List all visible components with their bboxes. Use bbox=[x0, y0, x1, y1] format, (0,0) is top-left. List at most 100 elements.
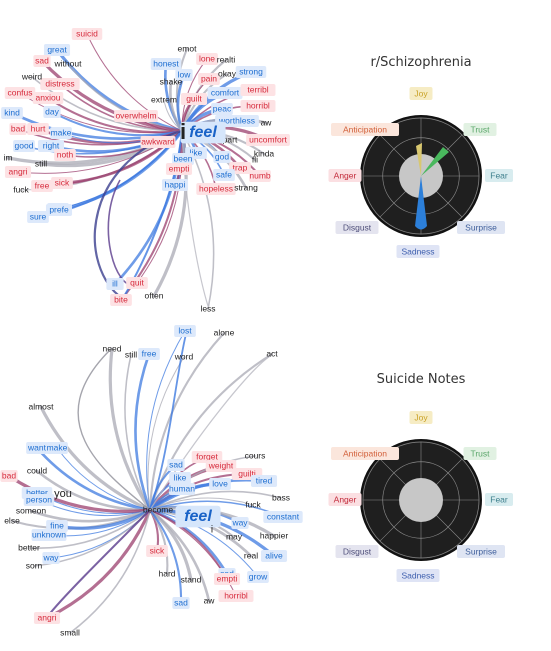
word-been: been bbox=[172, 153, 194, 165]
word-want: want bbox=[26, 442, 48, 454]
word-label: anxiou bbox=[35, 92, 60, 102]
word-almost: almost bbox=[28, 401, 54, 411]
word-label: want bbox=[27, 442, 47, 452]
word-comfort: comfort bbox=[207, 87, 243, 99]
edge-often bbox=[152, 129, 188, 298]
word-highlight bbox=[196, 53, 218, 65]
word-act: act bbox=[266, 348, 278, 358]
word-label: way bbox=[42, 552, 59, 562]
emotion-label-bg bbox=[331, 447, 399, 460]
word-label: okay bbox=[218, 68, 237, 78]
emotion-label-bg bbox=[396, 245, 440, 258]
word-awkward: awkward bbox=[140, 136, 176, 148]
word-highlight bbox=[218, 590, 254, 602]
word-label: make bbox=[51, 127, 72, 137]
word-else: else bbox=[4, 515, 20, 525]
word-highlight bbox=[180, 93, 208, 105]
word-highlight bbox=[31, 180, 53, 192]
word-highlight bbox=[174, 325, 196, 337]
word-safe: safe bbox=[213, 169, 235, 181]
word-worthless: worthless bbox=[215, 115, 259, 127]
word-label: need bbox=[103, 343, 122, 353]
word-highlight bbox=[106, 278, 124, 290]
word-highlight bbox=[1, 107, 23, 119]
word-person: person bbox=[23, 494, 55, 506]
word-highlight bbox=[50, 127, 72, 139]
loop-edge bbox=[47, 509, 151, 617]
word-label: word bbox=[174, 351, 194, 361]
word-noth: noth bbox=[54, 149, 76, 161]
word-label: may bbox=[226, 531, 243, 541]
emotion-label-anger: Anger bbox=[328, 169, 362, 182]
word-label: suicid bbox=[76, 28, 98, 38]
hub-word-i: i bbox=[180, 119, 186, 144]
word-hurt: hurt bbox=[27, 123, 49, 135]
edge-anxiou bbox=[46, 96, 184, 134]
word-still: still bbox=[125, 349, 137, 359]
emotion-label-joy: Joy bbox=[409, 87, 433, 100]
word-label: free bbox=[142, 348, 157, 358]
edge-free bbox=[134, 352, 152, 512]
word-numb: numb bbox=[249, 170, 271, 182]
edge-lost bbox=[146, 330, 186, 511]
word-highlight bbox=[260, 550, 288, 562]
suicide-notes-emotion-radar: Suicide Notes JoyTrustFearSurpriseSadnes… bbox=[328, 372, 513, 582]
emotion-label-text: Joy bbox=[414, 412, 428, 422]
word-highlight bbox=[209, 478, 231, 490]
word-label: bite bbox=[114, 294, 128, 304]
word-horribl: horribl bbox=[218, 590, 254, 602]
word-label: almost bbox=[28, 401, 54, 411]
word-highlight bbox=[40, 78, 80, 90]
network-edges bbox=[7, 330, 284, 634]
word-kinda: kinda bbox=[254, 148, 275, 158]
edge-make bbox=[56, 447, 151, 511]
word-label: kind bbox=[4, 107, 20, 117]
word-label: comfort bbox=[211, 87, 240, 97]
word-highlight bbox=[42, 552, 60, 564]
word-label: peac bbox=[213, 103, 232, 113]
word-label: fine bbox=[50, 520, 64, 530]
edge-almost bbox=[39, 405, 152, 512]
word-make: make bbox=[46, 442, 68, 454]
word-quit: quit bbox=[126, 277, 148, 289]
word-highlight bbox=[168, 483, 196, 495]
edge-angri bbox=[45, 508, 152, 620]
word-horribl: horribl bbox=[240, 100, 276, 112]
word-lone: lone bbox=[196, 53, 218, 65]
word-sorn: sorn bbox=[26, 560, 43, 570]
word-often: often bbox=[145, 290, 164, 300]
word-label: fuck bbox=[13, 184, 29, 194]
word-highlight bbox=[33, 55, 51, 67]
word-weight: weight bbox=[205, 460, 237, 472]
word-label: become bbox=[143, 504, 174, 514]
emotion-label-bg bbox=[328, 493, 362, 506]
word-label: shake bbox=[160, 76, 183, 86]
emotion-label-disgust: Disgust bbox=[335, 545, 379, 558]
word-label: like bbox=[174, 472, 187, 482]
emotion-label-text: Fear bbox=[490, 494, 508, 504]
edge-grow bbox=[149, 509, 259, 578]
loop-edge bbox=[107, 179, 136, 286]
word-peac: peac bbox=[211, 103, 233, 115]
emotion-label-bg bbox=[335, 221, 379, 234]
word-highlight bbox=[213, 573, 241, 585]
word-label: great bbox=[47, 44, 67, 54]
word-highlight bbox=[150, 58, 182, 70]
word-highlight bbox=[43, 106, 61, 118]
emotion-label-trust: Trust bbox=[463, 447, 497, 460]
emotion-label-text: Fear bbox=[490, 170, 508, 180]
edge-someon bbox=[29, 508, 152, 523]
hub-word-feel: feel bbox=[184, 508, 212, 525]
word-label: still bbox=[35, 158, 47, 168]
word-highlight bbox=[43, 44, 71, 56]
word-shake: shake bbox=[160, 76, 183, 86]
word-label: empti bbox=[169, 163, 190, 173]
emotion-label-sadness: Sadness bbox=[396, 245, 440, 258]
word-highlight bbox=[175, 69, 193, 81]
radar-title: r/Schizophrenia bbox=[370, 55, 471, 70]
word-highlight bbox=[23, 494, 55, 506]
word-alive: alive bbox=[260, 550, 288, 562]
